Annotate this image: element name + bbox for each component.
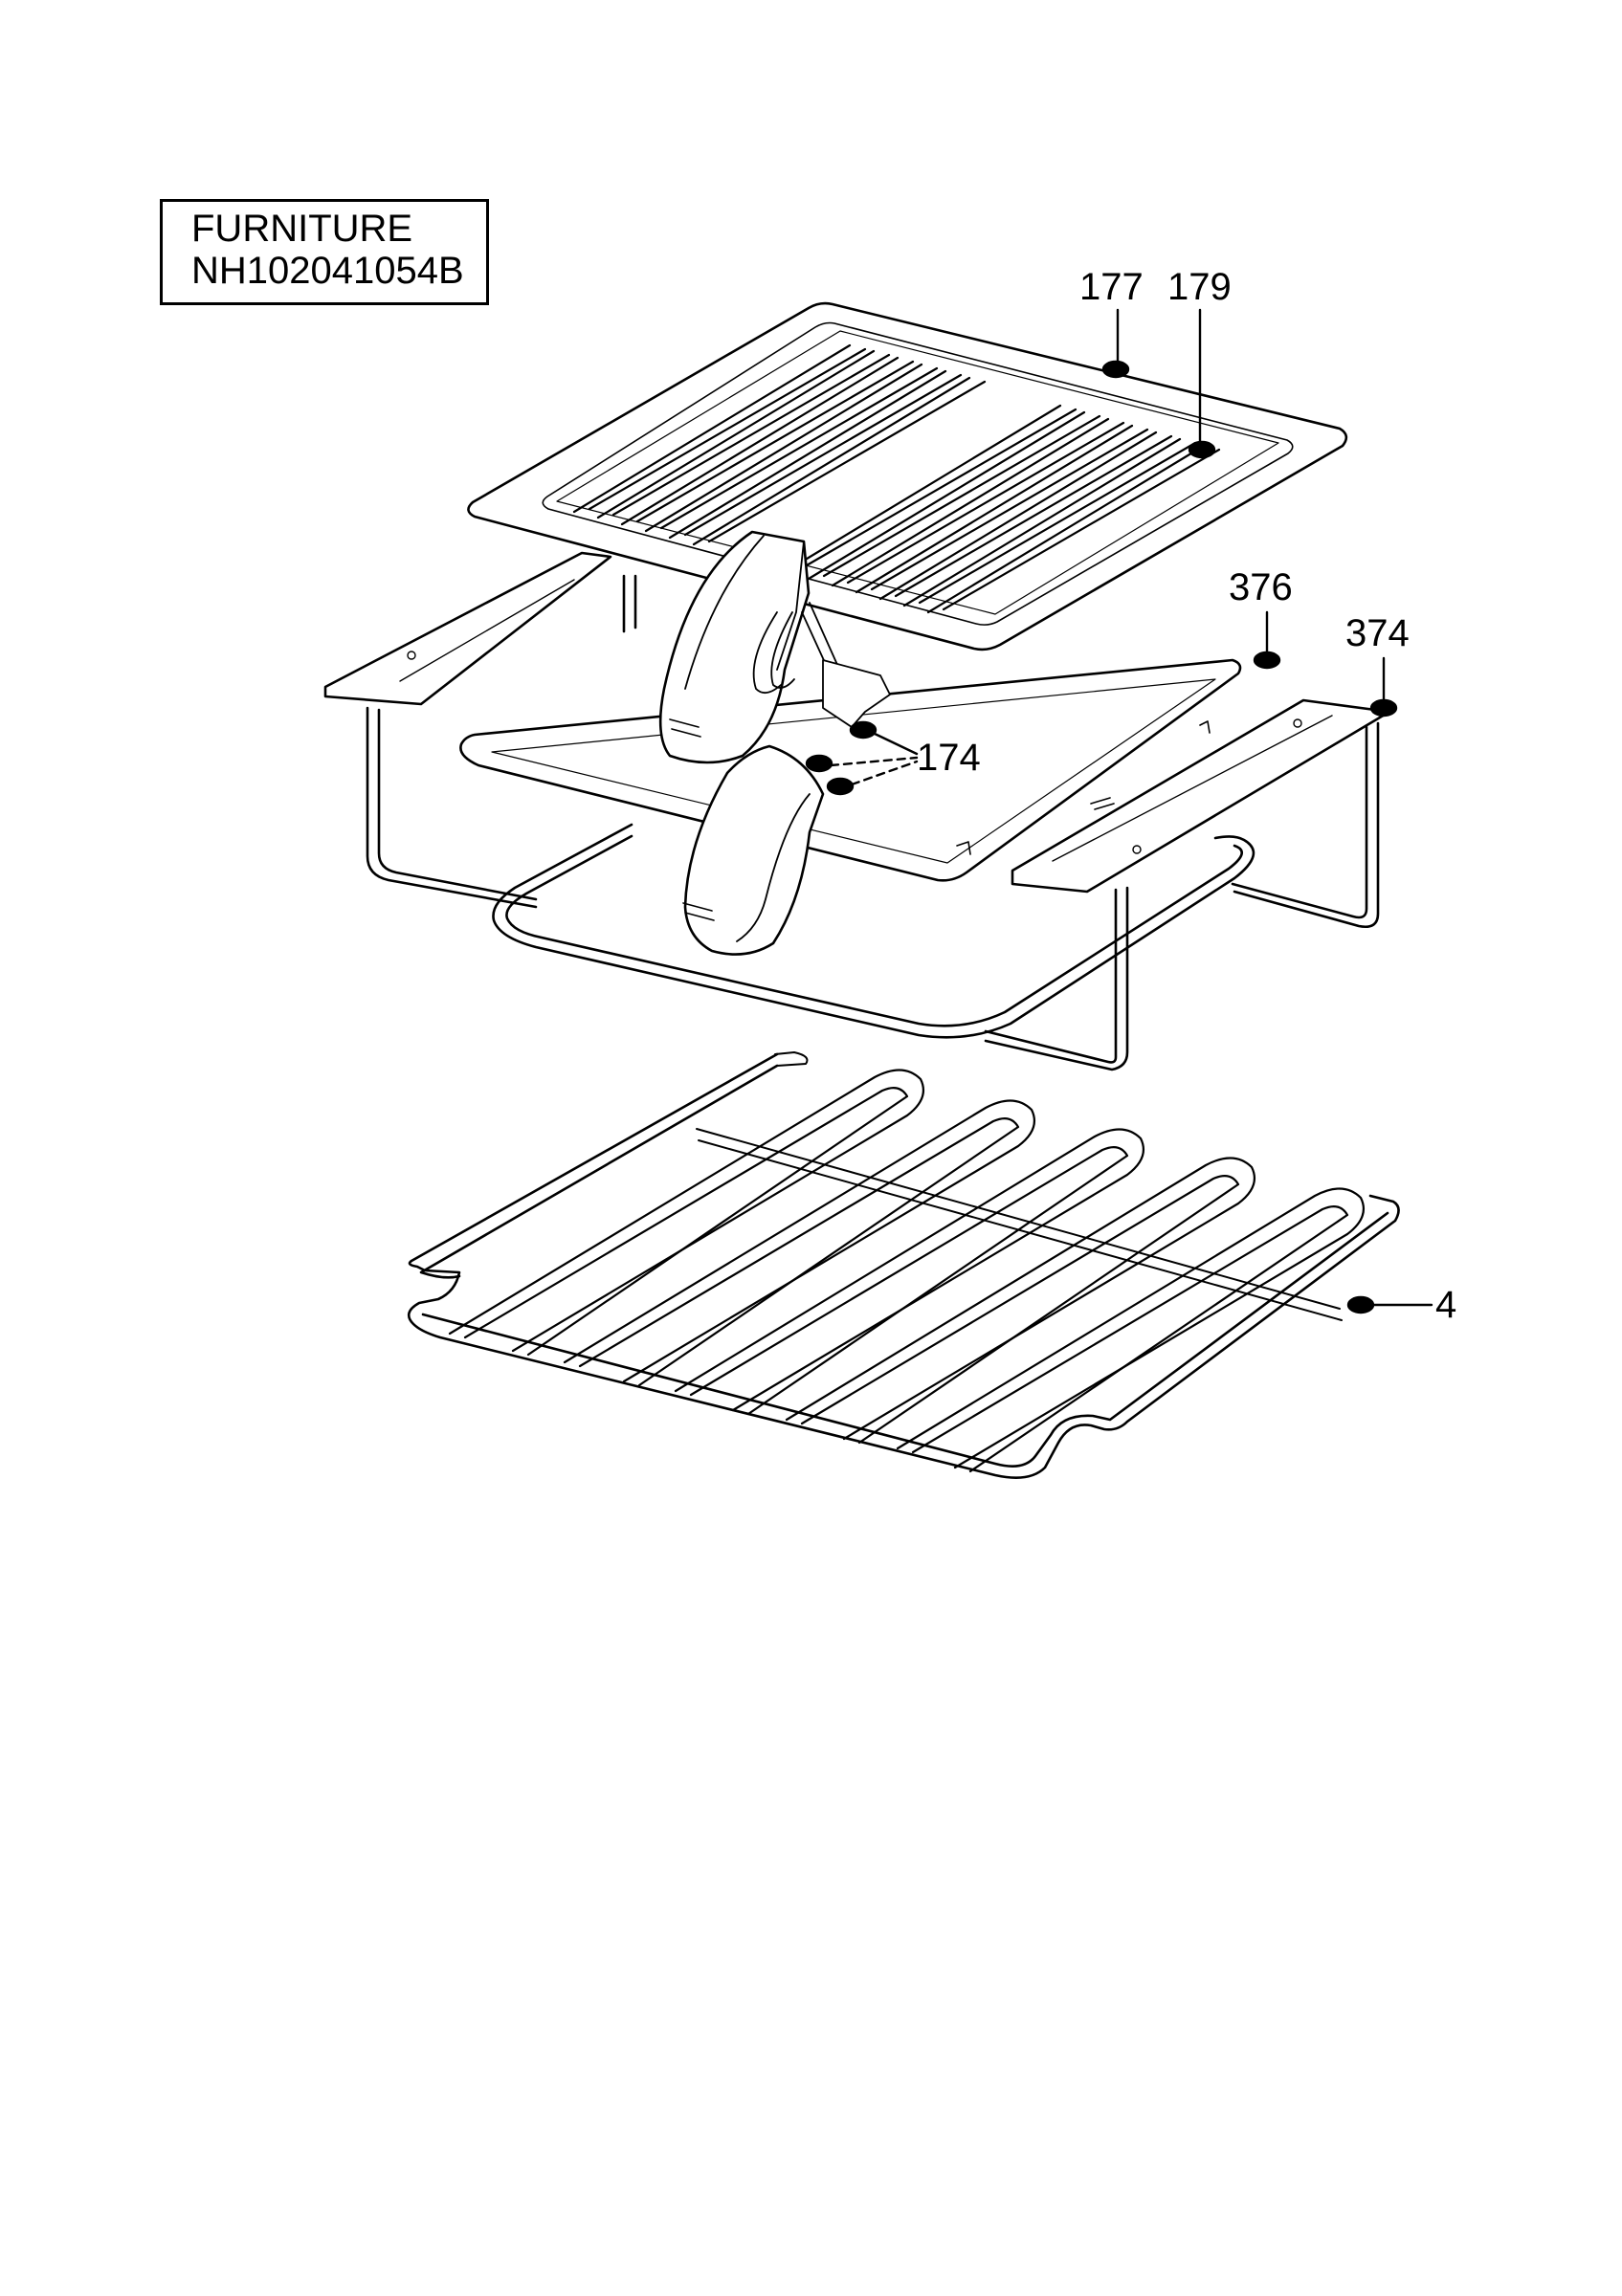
drip-tray-frame: [323, 551, 1391, 1071]
marker-177: [1101, 360, 1130, 379]
callout-label-376: 376: [1229, 566, 1293, 608]
callout-label-4: 4: [1435, 1284, 1457, 1326]
marker-4: [1346, 1295, 1375, 1314]
grill-pan-handle: [658, 530, 891, 956]
title-line-1: FURNITURE: [191, 208, 413, 250]
callout-label-177: 177: [1079, 266, 1144, 308]
marker-174-c: [826, 777, 855, 796]
callout-label-179: 179: [1167, 266, 1232, 308]
oven-shelf: [407, 1051, 1400, 1479]
marker-174-b: [805, 754, 833, 773]
title-line-2: NH102041054B: [191, 250, 464, 292]
grill-grid: [572, 343, 1221, 614]
marker-179: [1188, 440, 1216, 459]
title-box: FURNITURE NH102041054B: [160, 199, 489, 305]
shelf-bars: [448, 1069, 1365, 1473]
callout-label-174: 174: [917, 737, 981, 779]
marker-174-a: [849, 720, 878, 740]
callout-markers: [805, 308, 1433, 1314]
marker-374: [1369, 698, 1398, 718]
grill-pan: [467, 301, 1348, 651]
marker-376: [1253, 651, 1281, 670]
callout-label-374: 374: [1345, 612, 1410, 654]
